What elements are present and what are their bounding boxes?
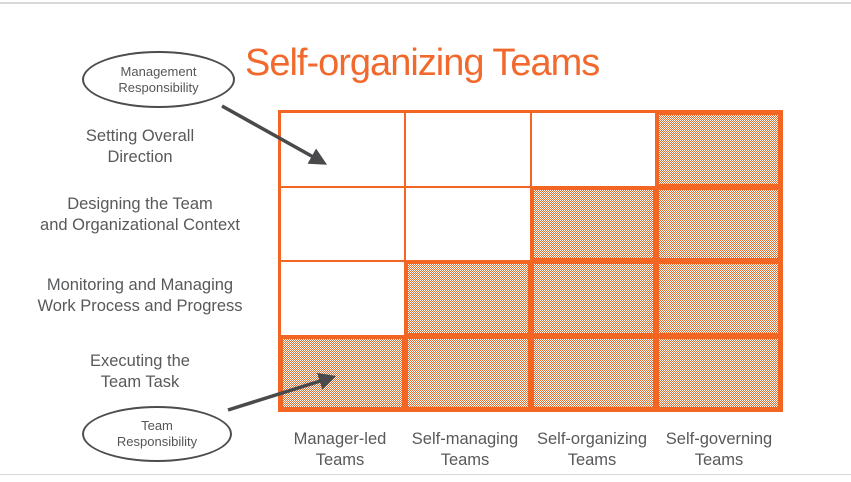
matrix-cell-r2-c2	[405, 186, 531, 261]
matrix-cell-r3-c1	[280, 261, 406, 336]
row-label-2: Designing the Team and Organizational Con…	[10, 194, 270, 236]
row-label-2-line: and Organizational Context	[40, 216, 240, 234]
row-label-4-line: Executing the	[90, 352, 190, 370]
matrix-cell-r2-c4	[655, 186, 781, 261]
col-label-4-line: Teams	[694, 451, 744, 469]
matrix-cell-r2-c3	[530, 186, 656, 261]
matrix-cell-r1-c2	[405, 112, 531, 187]
slide-top-border	[0, 2, 851, 4]
matrix-cell-r4-c3	[530, 335, 656, 410]
col-label-3-line: Teams	[567, 451, 617, 469]
row-label-1-line: Direction	[107, 148, 173, 166]
row-label-2-line: Designing the Team	[67, 195, 213, 213]
matrix-cell-r4-c1	[280, 335, 406, 410]
row-label-3-line: Work Process and Progress	[37, 297, 243, 315]
col-label-4-line: Self-governing	[665, 430, 773, 448]
row-label-1-line: Setting Overall	[85, 127, 195, 145]
callout-team-line2: Responsibility	[116, 434, 198, 449]
col-label-1-line: Teams	[315, 451, 365, 469]
management-responsibility-callout: Management Responsibility	[82, 51, 235, 108]
matrix-cell-r1-c3	[530, 112, 656, 187]
matrix-cell-r1-c1	[280, 112, 406, 187]
matrix-cell-r3-c2	[405, 261, 531, 336]
matrix-cell-r4-c2	[405, 335, 531, 410]
matrix-cell-r3-c4	[655, 261, 781, 336]
matrix-cell-r2-c1	[280, 186, 406, 261]
callout-management-line1: Management	[120, 63, 197, 79]
col-label-2-line: Teams	[440, 451, 490, 469]
matrix-cell-r3-c3	[530, 261, 656, 336]
callout-team-line1: Team	[141, 418, 173, 433]
col-label-2-line: Self-managing	[411, 430, 519, 448]
team-responsibility-callout: Team Responsibility	[82, 406, 232, 462]
col-label-1-line: Manager-led	[293, 430, 387, 448]
row-label-3-line: Monitoring and Managing	[46, 276, 234, 294]
matrix-cell-r1-c4	[655, 112, 781, 187]
row-label-4-line: Team Task	[100, 373, 180, 391]
callout-management-line2: Responsibility	[118, 79, 199, 95]
matrix-cell-r4-c4	[655, 335, 781, 410]
col-label-3-line: Self-organizing	[536, 430, 648, 448]
slide-bottom-border	[0, 474, 851, 475]
matrix-grid	[278, 110, 783, 412]
page-title: Self-organizing Teams	[245, 42, 600, 84]
